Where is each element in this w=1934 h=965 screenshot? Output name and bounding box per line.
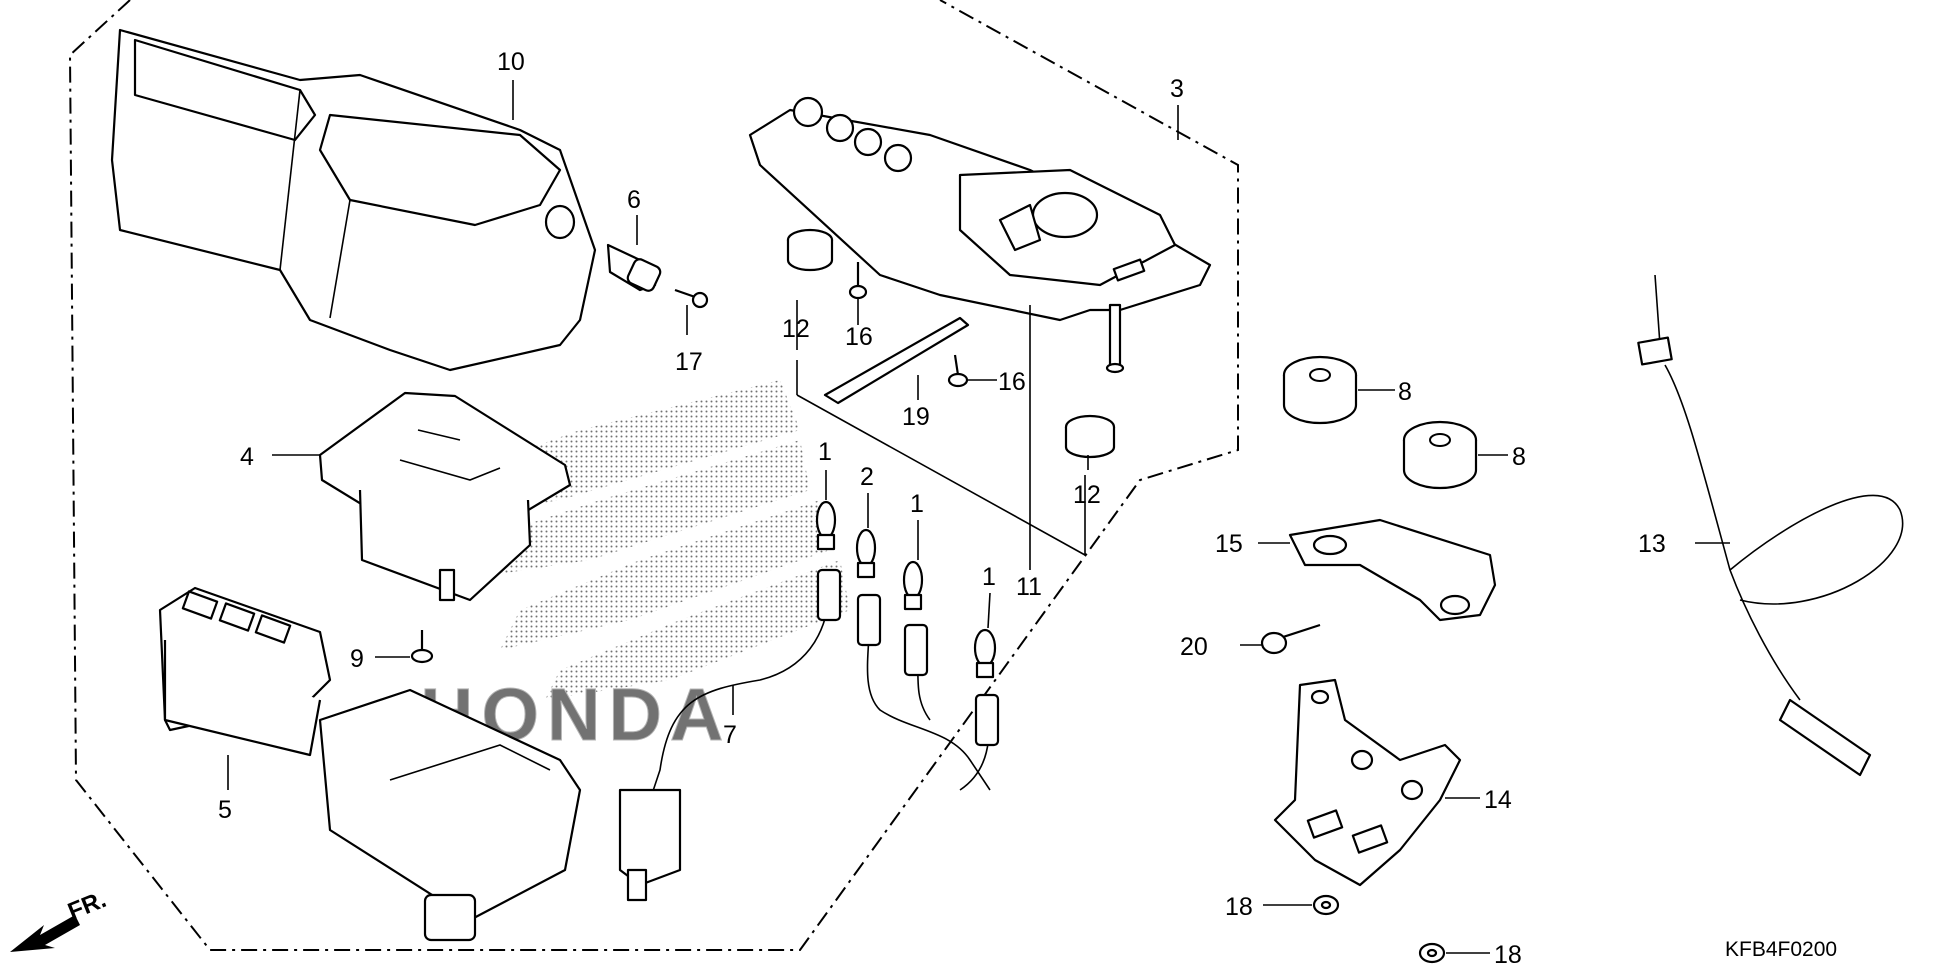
bulb-2 (855, 528, 877, 579)
callout-8-lower: 8 (1512, 443, 1526, 471)
screw-16-upper (848, 262, 868, 300)
meter-case (748, 96, 1212, 374)
rubber-mount-8-lower (1402, 420, 1478, 490)
wire-harness (618, 568, 1000, 902)
callout-19: 19 (902, 403, 930, 431)
grommet-12-lower (1064, 414, 1116, 459)
callout-13: 13 (1638, 530, 1666, 558)
stay-15 (1288, 518, 1497, 622)
callout-10: 10 (497, 48, 525, 76)
bolt-20 (1260, 623, 1321, 655)
leader-lines (227, 80, 1730, 954)
meter-cover (110, 28, 597, 372)
bolt-9 (410, 630, 434, 664)
callout-9: 9 (350, 645, 364, 673)
callout-6: 6 (627, 186, 641, 214)
nut-18-lower (1418, 942, 1446, 964)
lower-housing (158, 586, 582, 942)
callout-5: 5 (218, 796, 232, 824)
bracket-14 (1273, 678, 1462, 887)
socket-part (606, 243, 662, 292)
callout-1-mid: 1 (910, 490, 924, 518)
callout-12-lower: 12 (1073, 481, 1101, 509)
grommet-12-upper (786, 228, 834, 272)
callout-2: 2 (860, 463, 874, 491)
plate-19 (823, 316, 970, 405)
callout-4: 4 (240, 443, 254, 471)
callout-1-right: 1 (982, 563, 996, 591)
diagram-code: KFB4F0200 (1725, 938, 1837, 961)
callout-7: 7 (723, 721, 737, 749)
bulb-1-mid (902, 560, 924, 611)
callout-16-lower: 16 (998, 368, 1026, 396)
callout-15: 15 (1215, 530, 1243, 558)
meter-unit (318, 391, 572, 602)
watermark-text: HONDA (420, 673, 731, 756)
callout-11: 11 (1016, 573, 1042, 601)
callout-17: 17 (675, 348, 703, 376)
callout-12-upper: 12 (782, 315, 810, 343)
bulb-1-left (815, 500, 837, 551)
callout-14: 14 (1484, 786, 1512, 814)
callout-18-upper: 18 (1225, 893, 1253, 921)
callout-3: 3 (1170, 75, 1184, 103)
assembly-boundary (68, 0, 1239, 951)
front-direction-arrow: FR. (10, 886, 110, 952)
screw-16-lower (947, 354, 969, 388)
bulb-1-right (973, 628, 997, 679)
rubber-mount-8-upper (1282, 355, 1358, 425)
callout-20: 20 (1180, 633, 1208, 661)
callout-8-upper: 8 (1398, 378, 1412, 406)
callout-labels: 10 3 6 17 12 16 16 19 8 8 4 12 1 2 1 1 1… (218, 48, 1666, 965)
nut-18-upper (1312, 894, 1340, 916)
callout-1-left: 1 (818, 438, 832, 466)
callout-16-upper: 16 (845, 323, 873, 351)
callout-18-lower: 18 (1494, 941, 1522, 965)
speedometer-cable (1637, 274, 1904, 777)
front-label: FR. (64, 886, 110, 926)
screw-17 (674, 288, 709, 309)
